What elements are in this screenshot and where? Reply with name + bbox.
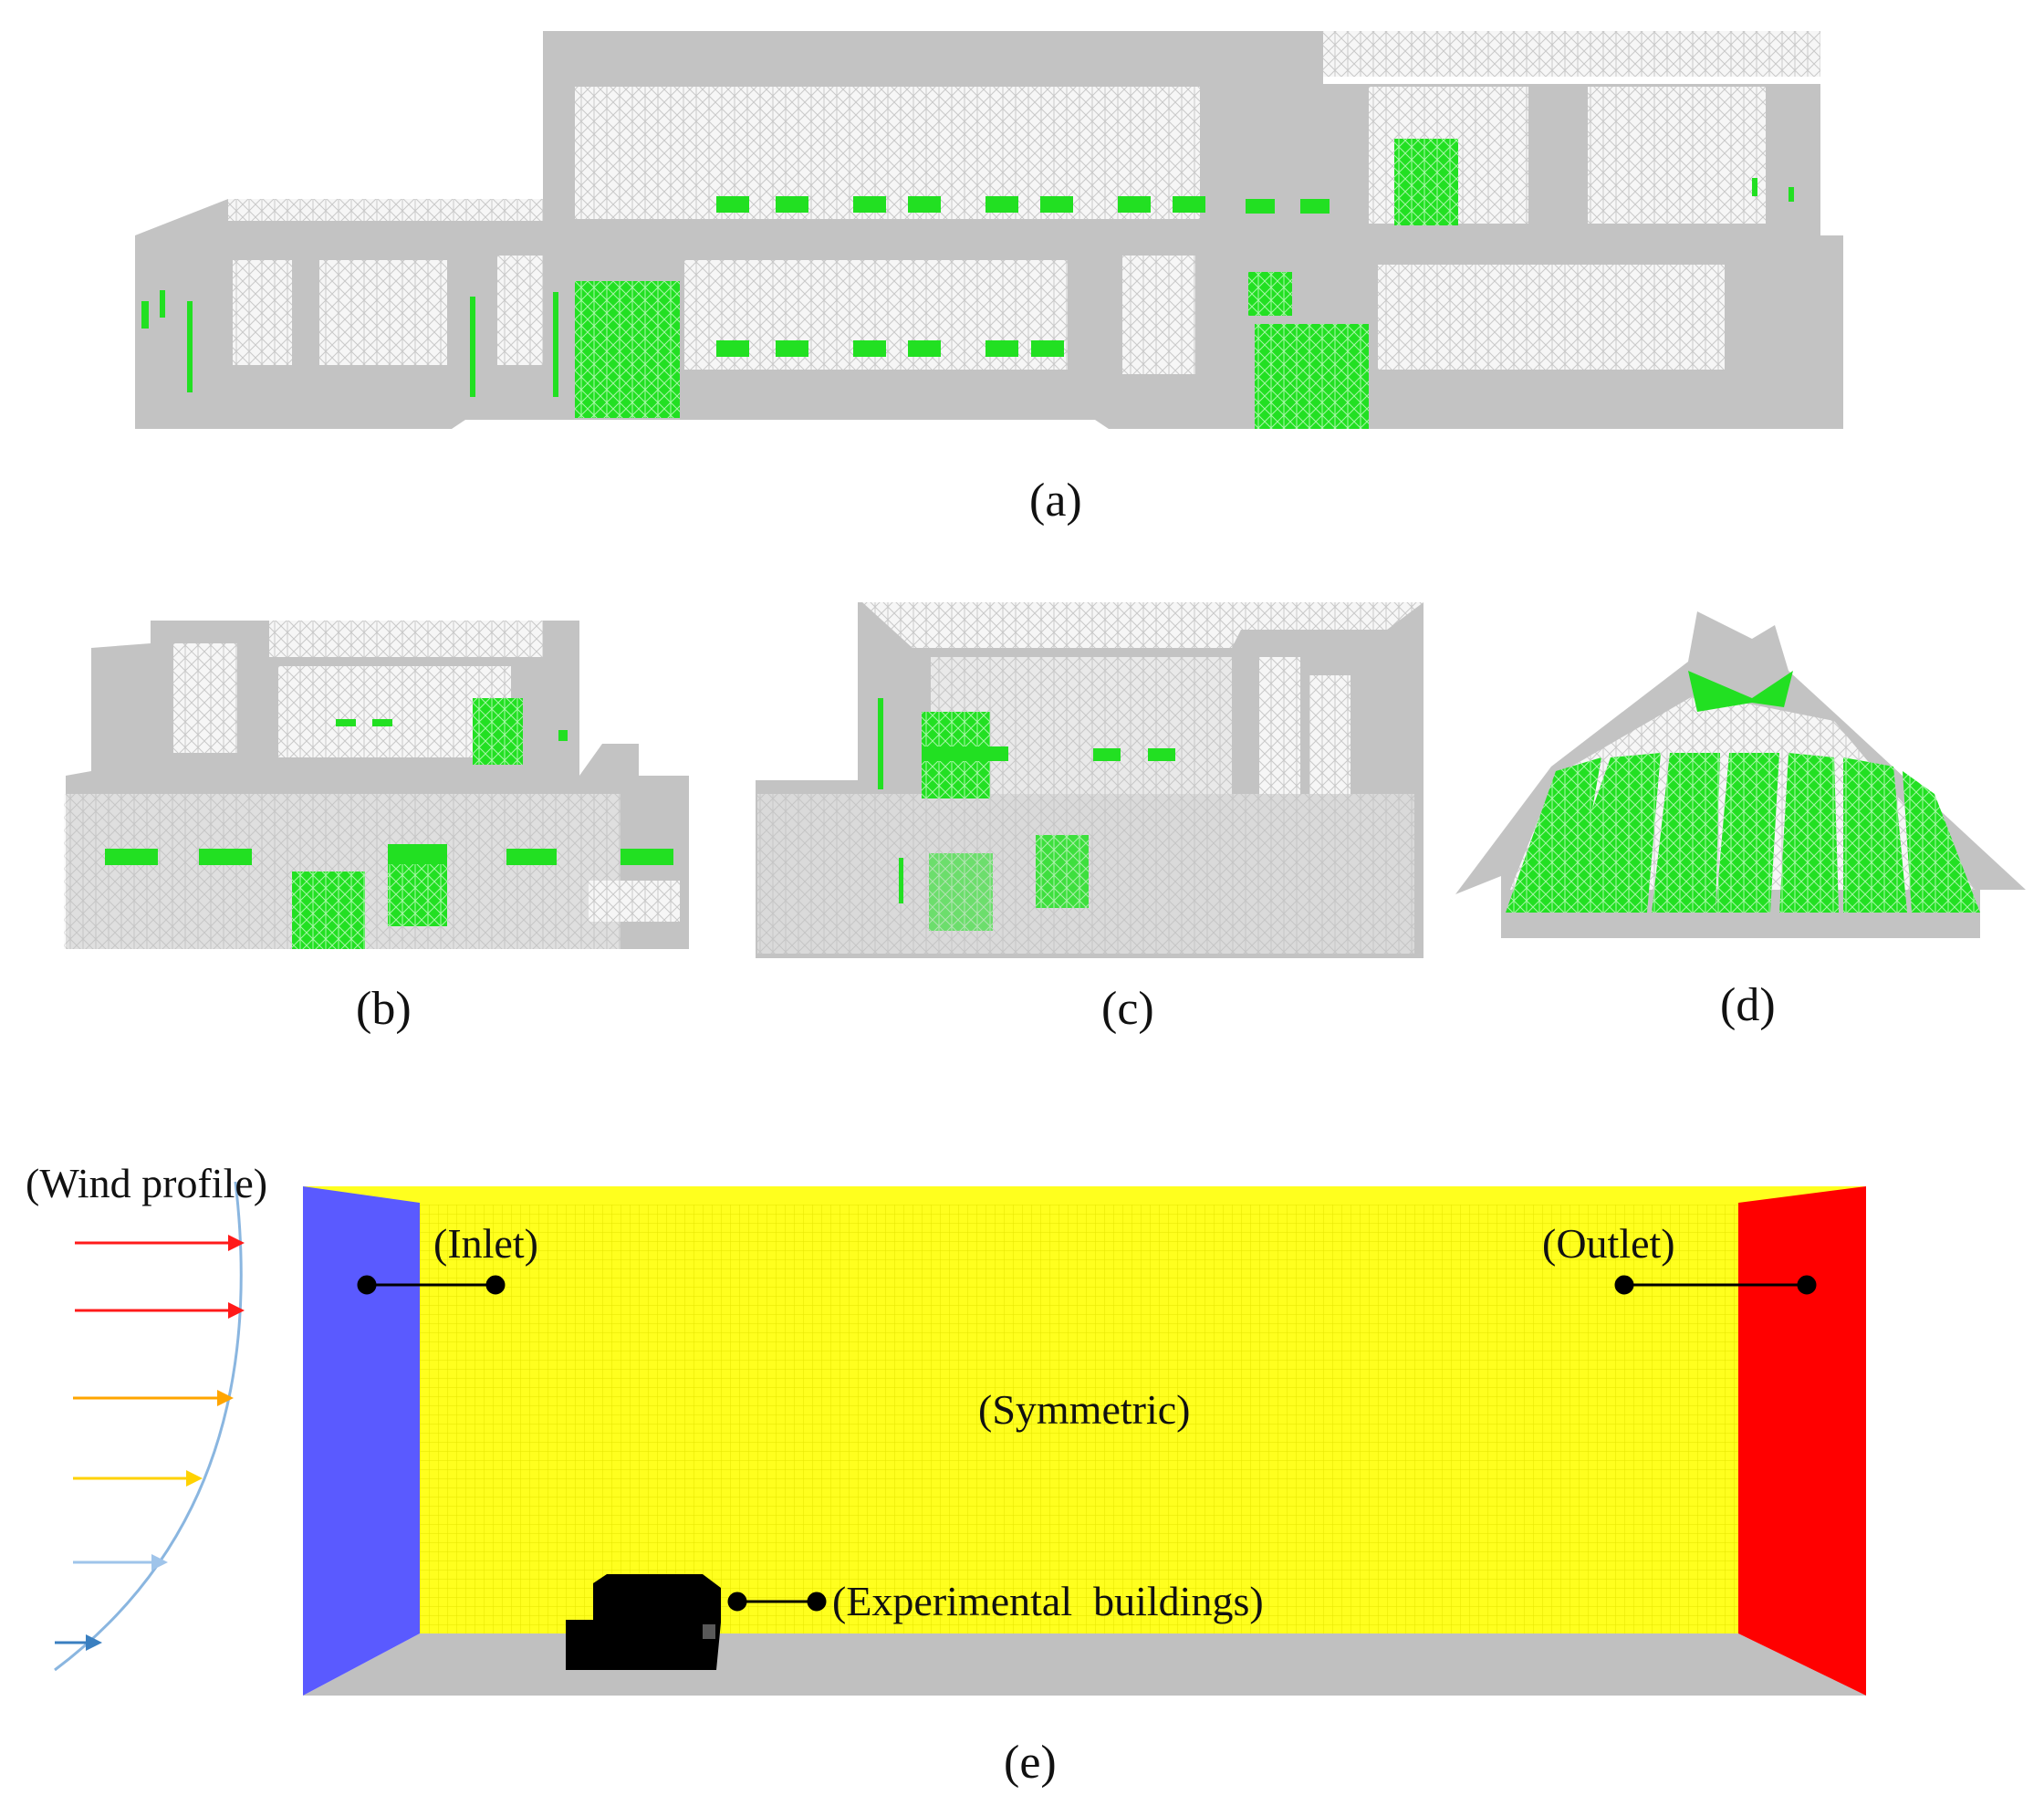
panel-e-computational-domain xyxy=(303,1186,1866,1696)
dot-line-pointer-icon xyxy=(485,1275,506,1295)
symmetric-boundary xyxy=(420,1205,1738,1633)
caption-c: (c) xyxy=(1101,983,1154,1035)
wind-profile-curve xyxy=(54,1181,243,1672)
caption-e: (e) xyxy=(1004,1737,1057,1789)
dot-line-pointer-icon xyxy=(807,1592,827,1612)
arrow-right-icon xyxy=(73,1390,234,1406)
arrow-right-icon xyxy=(73,1470,203,1487)
dot-line-pointer-icon xyxy=(1614,1275,1634,1295)
pointer-lines xyxy=(357,1275,1817,1612)
caption-a: (a) xyxy=(1029,475,1082,527)
arrow-right-icon xyxy=(55,1634,102,1651)
symmetric-label: (Symmetric) xyxy=(978,1386,1191,1433)
inlet-boundary xyxy=(303,1186,420,1696)
dot-line-pointer-icon xyxy=(727,1592,747,1612)
outlet-boundary xyxy=(1738,1186,1866,1696)
experimental-buildings-label: (Experimental buildings) xyxy=(832,1578,1264,1624)
arrow-right-icon xyxy=(73,1554,168,1571)
dot-line-pointer-icon xyxy=(1797,1275,1817,1295)
wind-profile-label: (Wind profile) xyxy=(26,1160,267,1206)
panel-a-mesh-front-elevation xyxy=(135,31,1843,429)
ground-boundary xyxy=(303,1633,1866,1696)
arrow-right-icon xyxy=(75,1302,245,1319)
arrow-right-icon xyxy=(75,1235,245,1251)
inlet-label: (Inlet) xyxy=(433,1220,538,1267)
panel-d-mesh-roof-view xyxy=(1455,611,2026,938)
panel-c-mesh-elevation xyxy=(756,602,1424,958)
wind-profile-diagram xyxy=(54,1181,245,1672)
caption-d: (d) xyxy=(1720,979,1776,1031)
caption-b: (b) xyxy=(356,983,412,1035)
panel-b-mesh-elevation xyxy=(64,621,689,949)
dot-line-pointer-icon xyxy=(357,1275,377,1295)
outlet-label: (Outlet) xyxy=(1542,1220,1675,1267)
experimental-buildings-block xyxy=(566,1574,721,1670)
